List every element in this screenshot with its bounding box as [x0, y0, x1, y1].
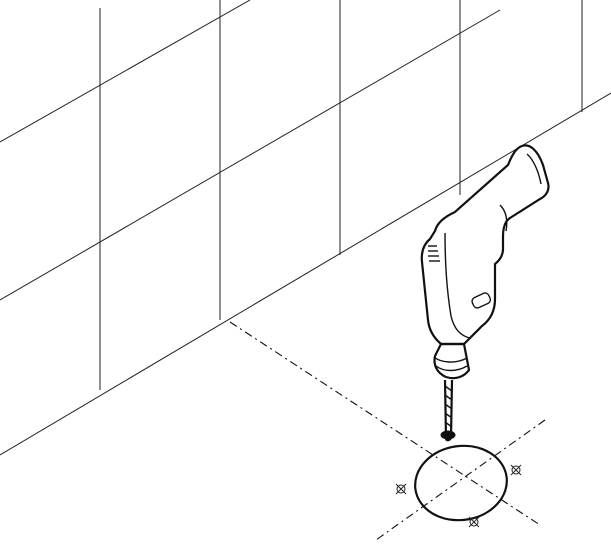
drill-bit-flutes — [444, 385, 453, 428]
drill-icon — [420, 144, 550, 442]
drill-handle-inner — [499, 204, 508, 232]
tile-joint — [0, 92, 611, 456]
chuck-ring — [435, 365, 468, 372]
drill-tip — [440, 430, 456, 440]
tile-joint — [0, 0, 251, 143]
floor-marking — [229, 321, 546, 541]
drill-body — [420, 144, 550, 346]
mark-x-icon — [395, 483, 407, 495]
chuck-ring — [433, 356, 468, 363]
dash-line-2 — [375, 419, 546, 541]
drill-handle-edge — [526, 153, 542, 185]
drill-switch — [471, 292, 492, 309]
tile-joint — [0, 9, 501, 301]
wall-tiles — [0, 0, 611, 456]
mark-x-icon — [468, 516, 480, 528]
mark-x-icon — [510, 464, 522, 476]
drill-panel-line — [444, 232, 471, 339]
circle-outline-icon — [414, 444, 508, 522]
drill-chuck — [433, 342, 471, 380]
dash-line-1 — [229, 321, 541, 526]
